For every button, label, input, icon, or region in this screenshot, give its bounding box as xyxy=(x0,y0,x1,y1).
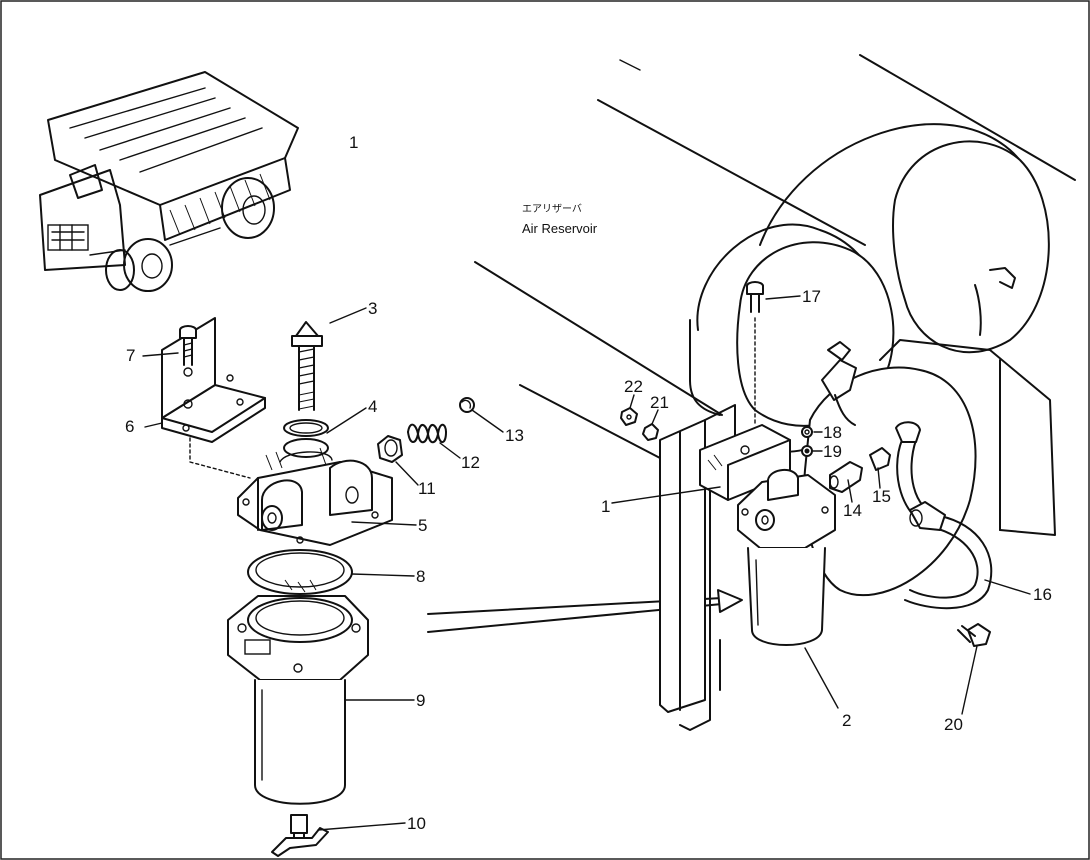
dump-truck-thumbnail xyxy=(39,71,299,292)
fitting-part-15 xyxy=(869,447,891,471)
mounting-frame xyxy=(659,319,736,731)
callout-9: 9 xyxy=(416,691,425,710)
callout-3: 3 xyxy=(368,299,377,318)
callout-1: 1 xyxy=(601,497,610,516)
washer-part-19 xyxy=(801,445,813,457)
valve-stem-part-3 xyxy=(291,321,323,411)
bolt-part-7 xyxy=(179,325,197,366)
tank-fittings xyxy=(821,341,857,426)
callout-15: 15 xyxy=(872,487,891,506)
view-number-label: 1 xyxy=(349,133,358,152)
bracket-part-6 xyxy=(161,317,266,443)
washer-part-18 xyxy=(801,426,813,438)
callout-5: 5 xyxy=(418,516,427,535)
part-number-callouts: 1 2 3 4 5 6 7 8 9 10 11 12 13 14 15 16 1… xyxy=(125,287,1052,833)
o-ring-part-4 xyxy=(283,419,329,458)
callout-13: 13 xyxy=(505,426,524,445)
callout-10: 10 xyxy=(407,814,426,833)
air-tank-rear xyxy=(759,123,1050,354)
callout-11: 11 xyxy=(418,479,436,498)
callout-14: 14 xyxy=(843,501,862,520)
callout-19: 19 xyxy=(823,442,842,461)
cap-part-13 xyxy=(459,397,475,413)
bolt-part-20 xyxy=(957,623,991,647)
filter-head-part-5 xyxy=(237,447,393,546)
air-reservoir-label-jp: エアリザーバ xyxy=(522,203,582,215)
gasket-part-8 xyxy=(247,549,353,595)
installed-filter-part-2 xyxy=(737,469,836,646)
spring-part-12 xyxy=(407,423,447,444)
callout-22: 22 xyxy=(624,377,643,396)
hose-part-16 xyxy=(895,421,993,610)
callout-12: 12 xyxy=(461,453,480,472)
fitting-part-14 xyxy=(829,461,863,493)
callout-6: 6 xyxy=(125,417,134,436)
callout-7: 7 xyxy=(126,346,135,365)
nut-part-22 xyxy=(620,407,638,426)
bolt-part-17 xyxy=(746,281,764,426)
callout-2: 2 xyxy=(842,711,851,730)
drain-valve-part-10 xyxy=(271,814,329,857)
chassis-frame-lines xyxy=(474,54,1076,459)
callout-17: 17 xyxy=(802,287,821,306)
callout-8: 8 xyxy=(416,567,425,586)
air-tank-lower xyxy=(803,339,1056,597)
valve-seat-part-11 xyxy=(377,435,403,463)
callout-16: 16 xyxy=(1033,585,1052,604)
callout-18: 18 xyxy=(823,423,842,442)
callout-4: 4 xyxy=(368,397,377,416)
callout-20: 20 xyxy=(944,715,963,734)
callout-21: 21 xyxy=(650,393,669,412)
air-reservoir-label-en: Air Reservoir xyxy=(522,221,598,236)
leader-lines xyxy=(142,295,1031,831)
filter-bowl-part-9 xyxy=(227,595,369,805)
nut-part-21 xyxy=(642,423,659,441)
